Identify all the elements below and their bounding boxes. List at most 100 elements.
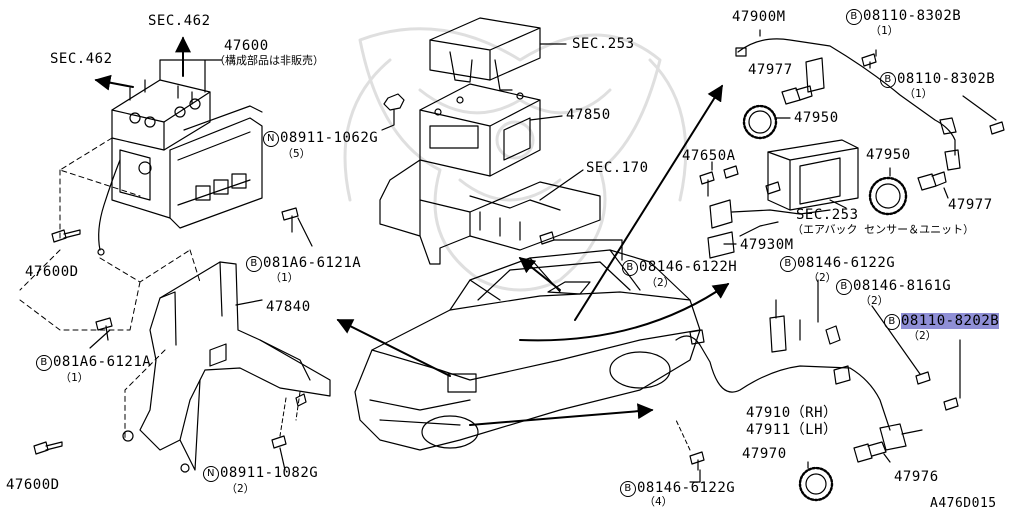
label-08146-6122g-lower-text: 08146-6122G: [637, 480, 736, 496]
bolt-airbag-2: [723, 165, 739, 179]
bolt-symbol: B: [880, 72, 896, 88]
tone-ring-47970: [798, 466, 834, 502]
harness-47600: [98, 159, 121, 251]
leader-081a6-lower: [89, 329, 111, 349]
label-08911-1082g-text: 08911-1082G: [220, 465, 319, 481]
label-47650a[interactable]: 47650A: [682, 148, 736, 164]
label-47930m[interactable]: 47930M: [740, 237, 794, 253]
label-08146-8161g-text: 08146-8161G: [853, 278, 952, 294]
arrow-to-bracket: [336, 319, 451, 377]
label-47950-upper[interactable]: 47950: [794, 110, 839, 126]
dashed-lines-left: [19, 137, 201, 441]
clip-08911-1082g: [271, 435, 287, 449]
harness-47910-drawing: [675, 299, 923, 451]
tone-ring-47950-upper: [742, 104, 778, 140]
label-47910[interactable]: 47910（RH）: [746, 405, 838, 421]
label-sec462-top[interactable]: SEC.462: [148, 13, 211, 29]
label-08146-6122g-upper-qty: （2）: [808, 271, 837, 284]
label-sec253-mid-note: （エアバック センサー＆ユニット）: [792, 223, 975, 236]
label-47950-right[interactable]: 47950: [866, 147, 911, 163]
label-47970[interactable]: 47970: [742, 446, 787, 462]
sensor-47976-drawing: [853, 441, 887, 463]
label-47850[interactable]: 47850: [566, 107, 611, 123]
leader-47840: [235, 299, 263, 306]
watermark-crest: [343, 27, 688, 292]
label-081a6-6121a-upper-text: 081A6-6121A: [263, 255, 362, 271]
bolt-081a6-lower-drawing: [95, 317, 113, 341]
label-47600d-lower[interactable]: 47600D: [6, 477, 60, 493]
label-47976[interactable]: 47976: [894, 469, 939, 485]
leader-8146-8161g: [871, 305, 921, 375]
label-47600d-upper[interactable]: 47600D: [25, 264, 79, 280]
label-sec462-left[interactable]: SEC.462: [50, 51, 113, 67]
nut-symbol: N: [203, 466, 219, 482]
harness-47900m-drawing: [735, 38, 961, 171]
label-081a6-upper-qty: （1）: [270, 271, 299, 284]
nut-08911-1062g-drawing: [383, 93, 405, 111]
bolt-47600d-lower-drawing: [33, 441, 63, 455]
label-08110-8302b-top-text: 08110-8302B: [863, 8, 962, 24]
label-081a6-6121a-lower-text: 081A6-6121A: [53, 354, 152, 370]
bolt-symbol: B: [884, 314, 900, 330]
diagram-id: A476D015: [930, 496, 997, 511]
label-47911[interactable]: 47911（LH）: [746, 422, 838, 438]
leader-8146-6122g-lower: [689, 469, 701, 483]
bracket-47840-drawing: [122, 261, 331, 473]
dashed-clip: [279, 391, 301, 437]
label-47840[interactable]: 47840: [266, 299, 311, 315]
label-08911-1062g-qty: （5）: [282, 147, 311, 160]
label-08911-1062g-text: 08911-1062G: [280, 130, 379, 146]
bolt-symbol: B: [620, 481, 636, 497]
bolt-symbol: B: [846, 9, 862, 25]
label-08911-1082g-qty: （2）: [226, 482, 255, 495]
label-08110-8302b-right-qty: （1）: [904, 87, 933, 100]
bolt-08110-8302b-right: [989, 121, 1005, 135]
arrow-to-sensor: [574, 84, 723, 321]
leader-08911-1082g: [279, 447, 286, 471]
label-47977-upper[interactable]: 47977: [748, 62, 793, 78]
label-08146-6122h-qty: （2）: [646, 276, 675, 289]
label-47600-note: （構成部品は非販売）: [214, 54, 324, 67]
leader-sec253-mid: [829, 199, 847, 209]
label-08110-8202b-text: 08110-8202B: [901, 313, 1000, 329]
sec462-arrow-left: [94, 74, 134, 91]
label-08146-6122h-text: 08146-6122H: [639, 259, 738, 275]
sensor-47977-right-drawing: [917, 171, 947, 191]
leader-47976: [883, 453, 891, 463]
bolt-8110-8202b-drawing: [943, 397, 959, 411]
bolt-symbol: B: [622, 260, 638, 276]
arrow-to-module: [518, 257, 561, 291]
airbag-unit-drawing: [707, 139, 859, 259]
leader-47850: [529, 115, 563, 121]
nut-symbol: N: [263, 131, 279, 147]
abs-actuator-drawing: [111, 79, 263, 229]
label-sec253-mid[interactable]: SEC.253: [796, 207, 859, 223]
label-47977-right[interactable]: 47977: [948, 197, 993, 213]
module-47850-drawing: [379, 17, 601, 265]
label-08146-8161g-qty: （2）: [860, 294, 889, 307]
leader-8302b-right: [962, 95, 997, 121]
tone-ring-47950-right: [868, 176, 908, 216]
label-47600[interactable]: 47600: [224, 38, 269, 54]
leader-081a6-upper: [297, 217, 313, 247]
label-sec170[interactable]: SEC.170: [586, 160, 649, 176]
label-47900m[interactable]: 47900M: [732, 9, 786, 25]
bolt-8146-8161g-drawing: [915, 371, 931, 385]
label-sec253-top[interactable]: SEC.253: [572, 36, 635, 52]
bolt-08110-8302b-top: [861, 53, 877, 69]
label-08146-6122g-lower-qty: （4）: [644, 495, 673, 508]
leader-sec170: [539, 169, 584, 201]
